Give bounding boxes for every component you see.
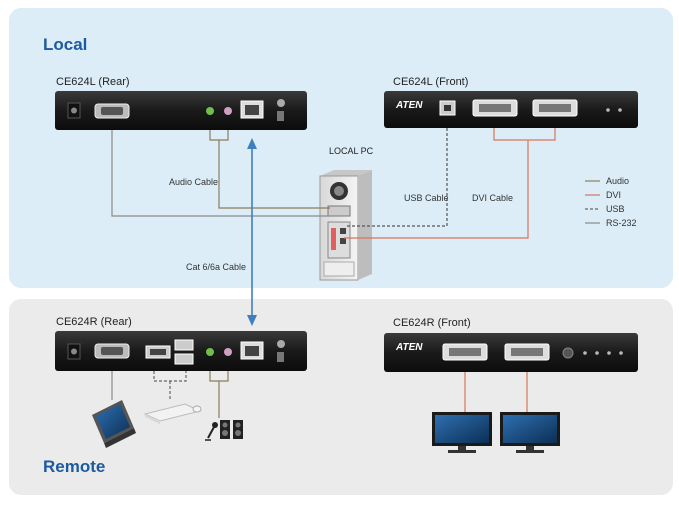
local-pc-tower [319,170,372,281]
audio-port-spk [224,348,232,356]
audio-port-mic [206,348,214,356]
mouse-icon [192,405,202,413]
local-rear-label: CE624L (Rear) [56,76,130,88]
local-section [9,8,673,288]
led-1 [583,351,587,355]
local-rear-unit [55,91,307,130]
aten-logo: ATEN [395,342,423,353]
led-1 [606,108,610,112]
speaker-icon [220,420,243,439]
led-3 [607,351,611,355]
aten-logo: ATEN [395,100,423,111]
local-pc-label: LOCAL PC [329,146,374,156]
dvi-cable-1 [493,128,556,141]
rs232-cable [111,130,330,217]
legend-rs232: RS-232 [606,218,637,228]
microphone-icon [205,422,218,441]
audio-cable-run [218,140,330,209]
remote-section [9,299,673,495]
ground-screw [277,99,285,107]
remote-rear-unit [55,331,307,371]
legend-dvi: DVI [606,190,621,200]
cat-arrow-bottom [247,315,257,326]
touch-panel-icon [92,400,136,448]
remote-front-label: CE624R (Front) [393,317,471,329]
usb-port-1 [174,339,194,351]
led-2 [618,108,622,112]
legend-usb: USB [606,204,625,214]
cat-arrow-top [247,138,257,149]
remote-rear-label: CE624R (Rear) [56,316,132,328]
usb-cable-label: USB Cable [404,193,449,203]
dvi-cable-label: DVI Cable [472,193,513,203]
push-button [562,347,574,359]
audio-port-mic [206,107,214,115]
local-section-title: Local [43,35,87,54]
monitor-icon-1 [432,412,492,453]
monitor-icon-2 [500,412,560,453]
remote-front-unit: ATEN [384,333,638,372]
usb-cable [346,128,448,227]
local-front-label: CE624L (Front) [393,76,468,88]
remote-section-title: Remote [43,457,105,476]
led-2 [595,351,599,355]
local-front-unit: ATEN [384,91,638,128]
led-4 [619,351,623,355]
usb-port-2 [174,353,194,365]
audio-cable-label: Audio Cable [169,177,218,187]
legend: Audio DVI USB RS-232 [585,176,637,228]
ground-screw [277,340,285,348]
dvi-cable-run [344,140,529,239]
audio-port-spk [224,107,232,115]
legend-audio: Audio [606,176,629,186]
cat-cable-label: Cat 6/6a Cable [186,262,246,272]
